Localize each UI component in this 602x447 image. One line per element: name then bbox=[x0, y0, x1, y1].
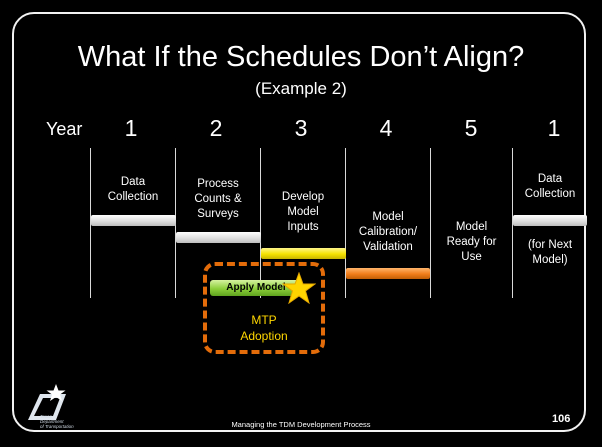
slide-title: What If the Schedules Don’t Align? bbox=[77, 41, 525, 73]
year-number: 5 bbox=[464, 115, 478, 141]
year-label: Year bbox=[46, 119, 83, 139]
year-divider bbox=[430, 148, 431, 298]
bar-develop-inputs bbox=[261, 248, 346, 259]
year-divider bbox=[345, 148, 346, 298]
slide-subtitle: (Example 2) bbox=[255, 79, 347, 98]
mtp-adoption-box bbox=[203, 262, 325, 354]
footer-text: Managing the TDM Development Process bbox=[231, 420, 371, 429]
year-number: 3 bbox=[294, 115, 308, 141]
year-divider bbox=[260, 148, 261, 298]
bar-calibration bbox=[346, 268, 430, 279]
bar-data-collection bbox=[91, 215, 176, 226]
bar-next-collection bbox=[513, 215, 587, 226]
star-icon bbox=[282, 272, 316, 304]
year-divider bbox=[512, 148, 513, 298]
txdot-logo-icon bbox=[28, 384, 66, 420]
bar-process-counts bbox=[176, 232, 261, 243]
year-number: 1 bbox=[124, 115, 138, 141]
year-number: 4 bbox=[379, 115, 393, 141]
year-divider bbox=[90, 148, 91, 298]
apply-model-bar: Apply Model bbox=[210, 280, 302, 296]
page-number: 106 bbox=[552, 413, 571, 425]
year-number: 2 bbox=[209, 115, 223, 141]
year-number: 1 bbox=[547, 115, 561, 141]
